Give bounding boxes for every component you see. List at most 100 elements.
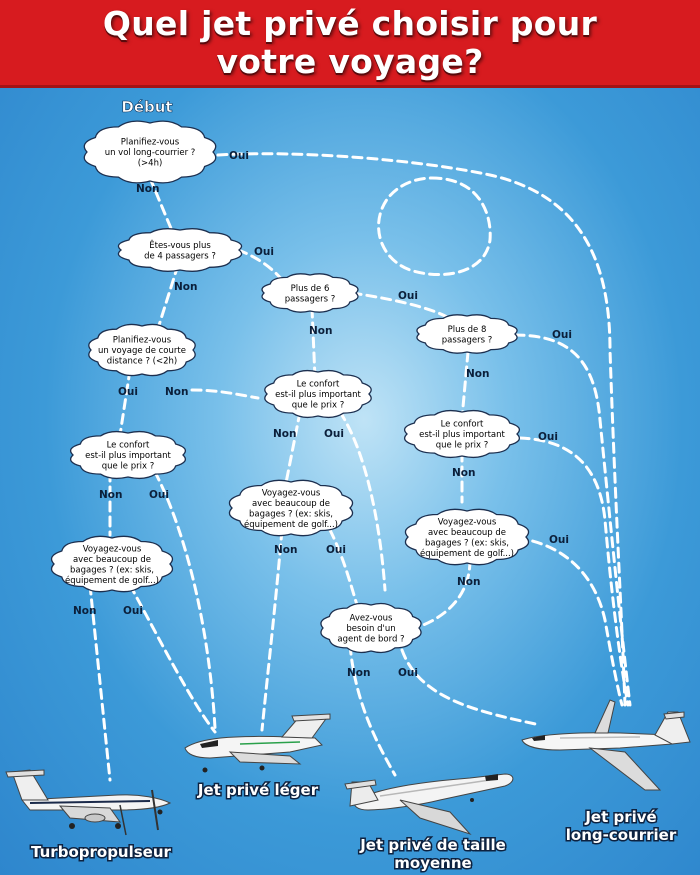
connector-q9-no bbox=[88, 583, 112, 782]
connector-q9-yes bbox=[128, 583, 217, 734]
start-label: Début bbox=[121, 98, 172, 116]
question-q1: Planifiez-vous un vol long-courrier ? (>… bbox=[83, 120, 217, 184]
edge-label-q5-no: Non bbox=[165, 386, 188, 398]
question-q8-line-1: Le confort bbox=[441, 420, 484, 430]
edge-label-q7-no: Non bbox=[273, 428, 296, 440]
question-q5: Planifiez-vous un voyage de courte dista… bbox=[88, 323, 196, 377]
question-q3-line-1: Plus de 6 bbox=[291, 284, 330, 294]
cloud-bubble-shape bbox=[228, 479, 354, 537]
question-q2-line-1: Êtes-vous plus bbox=[149, 239, 211, 251]
question-q9-line-2: avec beaucoup de bbox=[73, 555, 151, 565]
question-q8-line-3: que le prix ? bbox=[436, 441, 489, 451]
cloud-bubble-shape bbox=[50, 535, 174, 593]
edge-label-q4-yes: Oui bbox=[552, 329, 572, 341]
label-midsize-line-2: moyenne bbox=[394, 854, 471, 872]
cloud-bubble-shape bbox=[70, 430, 186, 480]
cloud-bubble-shape bbox=[404, 409, 520, 459]
question-q6-line-1: Le confort bbox=[107, 441, 150, 451]
label-longrange-line-2: long-courrier bbox=[566, 826, 677, 844]
edge-label-q7-yes: Oui bbox=[324, 428, 344, 440]
edge-label-q9-no: Non bbox=[73, 605, 96, 617]
edge-labels: Oui Non Oui Non Oui Non Oui Non Oui Non … bbox=[73, 150, 572, 679]
connector-q10-yes bbox=[328, 528, 360, 610]
question-q10-line-3: bagages ? (ex: skis, bbox=[249, 509, 333, 519]
connector-decorative-loop bbox=[377, 176, 492, 277]
edge-label-q11-no: Non bbox=[457, 576, 480, 588]
connectors bbox=[88, 152, 632, 782]
page-title-line-2: votre voyage? bbox=[216, 42, 484, 81]
question-q3: Plus de 6 passagers ? bbox=[261, 273, 359, 313]
question-q12-line-3: agent de bord ? bbox=[337, 635, 404, 645]
question-q5-line-1: Planifiez-vous bbox=[113, 336, 172, 346]
question-q6: Le confort est-il plus important que le … bbox=[70, 430, 186, 480]
question-clouds: Planifiez-vous un vol long-courrier ? (>… bbox=[50, 120, 530, 654]
question-q6-line-2: est-il plus important bbox=[85, 451, 171, 461]
label-light-jet: Jet privé léger bbox=[197, 781, 319, 799]
connector-q7-yes bbox=[338, 410, 387, 592]
connector-q4-no bbox=[460, 350, 470, 420]
connector-q12-no bbox=[348, 643, 397, 777]
edge-label-q10-no: Non bbox=[274, 544, 297, 556]
label-turboprop: Turbopropulseur bbox=[31, 843, 171, 861]
edge-label-q3-yes: Oui bbox=[398, 290, 418, 302]
connector-q1-no bbox=[148, 176, 177, 240]
cloud-bubble-shape bbox=[320, 602, 422, 654]
question-q8: Le confort est-il plus important que le … bbox=[404, 409, 520, 459]
question-q11-line-4: équipement de golf...) bbox=[420, 548, 514, 559]
edge-label-q10-yes: Oui bbox=[326, 544, 346, 556]
edge-label-q6-no: Non bbox=[99, 489, 122, 501]
question-q12-line-1: Avez-vous bbox=[350, 614, 393, 624]
question-q12: Avez-vous besoin d'un agent de bord ? bbox=[320, 602, 422, 654]
connector-q5-no bbox=[190, 388, 260, 400]
question-q1-line-3: (>4h) bbox=[138, 159, 163, 169]
question-q9-line-1: Voyagez-vous bbox=[83, 544, 142, 554]
question-q10-line-2: avec beaucoup de bbox=[252, 499, 330, 509]
edge-label-q8-no: Non bbox=[452, 467, 475, 479]
question-q2-line-2: de 4 passagers ? bbox=[144, 251, 216, 261]
question-q9: Voyagez-vous avec beaucoup de bagages ? … bbox=[50, 535, 174, 593]
edge-label-q5-yes: Oui bbox=[118, 386, 138, 398]
edge-label-q4-no: Non bbox=[466, 368, 489, 380]
edge-label-q8-yes: Oui bbox=[538, 431, 558, 443]
question-q12-line-2: besoin d'un bbox=[346, 624, 395, 634]
edge-label-q12-yes: Oui bbox=[398, 667, 418, 679]
connector-q3-yes bbox=[350, 291, 457, 324]
turboprop-aircraft-image bbox=[5, 769, 172, 836]
edge-label-q2-no: Non bbox=[174, 281, 197, 293]
question-q1-line-1: Planifiez-vous bbox=[121, 138, 180, 148]
question-q10-line-4: équipement de golf...) bbox=[244, 519, 338, 530]
cloud-bubble-shape bbox=[264, 369, 372, 419]
question-q10-line-1: Voyagez-vous bbox=[262, 488, 321, 498]
destination-labels: Turbopropulseur Jet privé léger Jet priv… bbox=[30, 780, 679, 874]
cloud-bubble-shape bbox=[416, 314, 518, 354]
edge-label-q1-no: Non bbox=[136, 183, 159, 195]
question-q9-line-3: bagages ? (ex: skis, bbox=[70, 565, 154, 575]
connector-q6-yes bbox=[153, 470, 217, 730]
cloud-bubble-shape bbox=[117, 228, 243, 272]
question-q7-line-1: Le confort bbox=[297, 380, 340, 390]
connector-q3-no bbox=[310, 306, 317, 380]
question-q11: Voyagez-vous avec beaucoup de bagages ? … bbox=[404, 508, 530, 566]
question-q3-line-2: passagers ? bbox=[285, 294, 335, 304]
question-q11-line-1: Voyagez-vous bbox=[438, 517, 497, 527]
connector-q12-yes bbox=[400, 648, 542, 727]
edge-label-q9-yes: Oui bbox=[123, 605, 143, 617]
cloud-bubble-shape bbox=[404, 508, 530, 566]
page-title-line-1: Quel jet privé choisir pour bbox=[102, 4, 598, 43]
question-q6-line-3: que le prix ? bbox=[102, 462, 155, 472]
question-q11-line-2: avec beaucoup de bbox=[428, 528, 506, 538]
connector-q2-yes bbox=[236, 248, 290, 290]
question-q4-line-1: Plus de 8 bbox=[448, 325, 487, 335]
connector-q11-yes bbox=[516, 536, 624, 707]
light-jet-aircraft-image bbox=[184, 713, 331, 773]
connector-q4-yes bbox=[513, 333, 632, 707]
label-longrange-line-1: Jet privé bbox=[584, 808, 656, 826]
cloud-bubble-shape bbox=[261, 273, 359, 313]
question-q8-line-2: est-il plus important bbox=[419, 430, 505, 440]
connector-q1-yes-longrange bbox=[216, 152, 627, 707]
edge-label-q1-yes: Oui bbox=[229, 150, 249, 162]
connector-q7-no bbox=[283, 410, 302, 490]
question-q7: Le confort est-il plus important que le … bbox=[264, 369, 372, 419]
edge-label-q11-yes: Oui bbox=[549, 534, 569, 546]
title-banner: Quel jet privé choisir pour votre voyage… bbox=[0, 0, 700, 88]
